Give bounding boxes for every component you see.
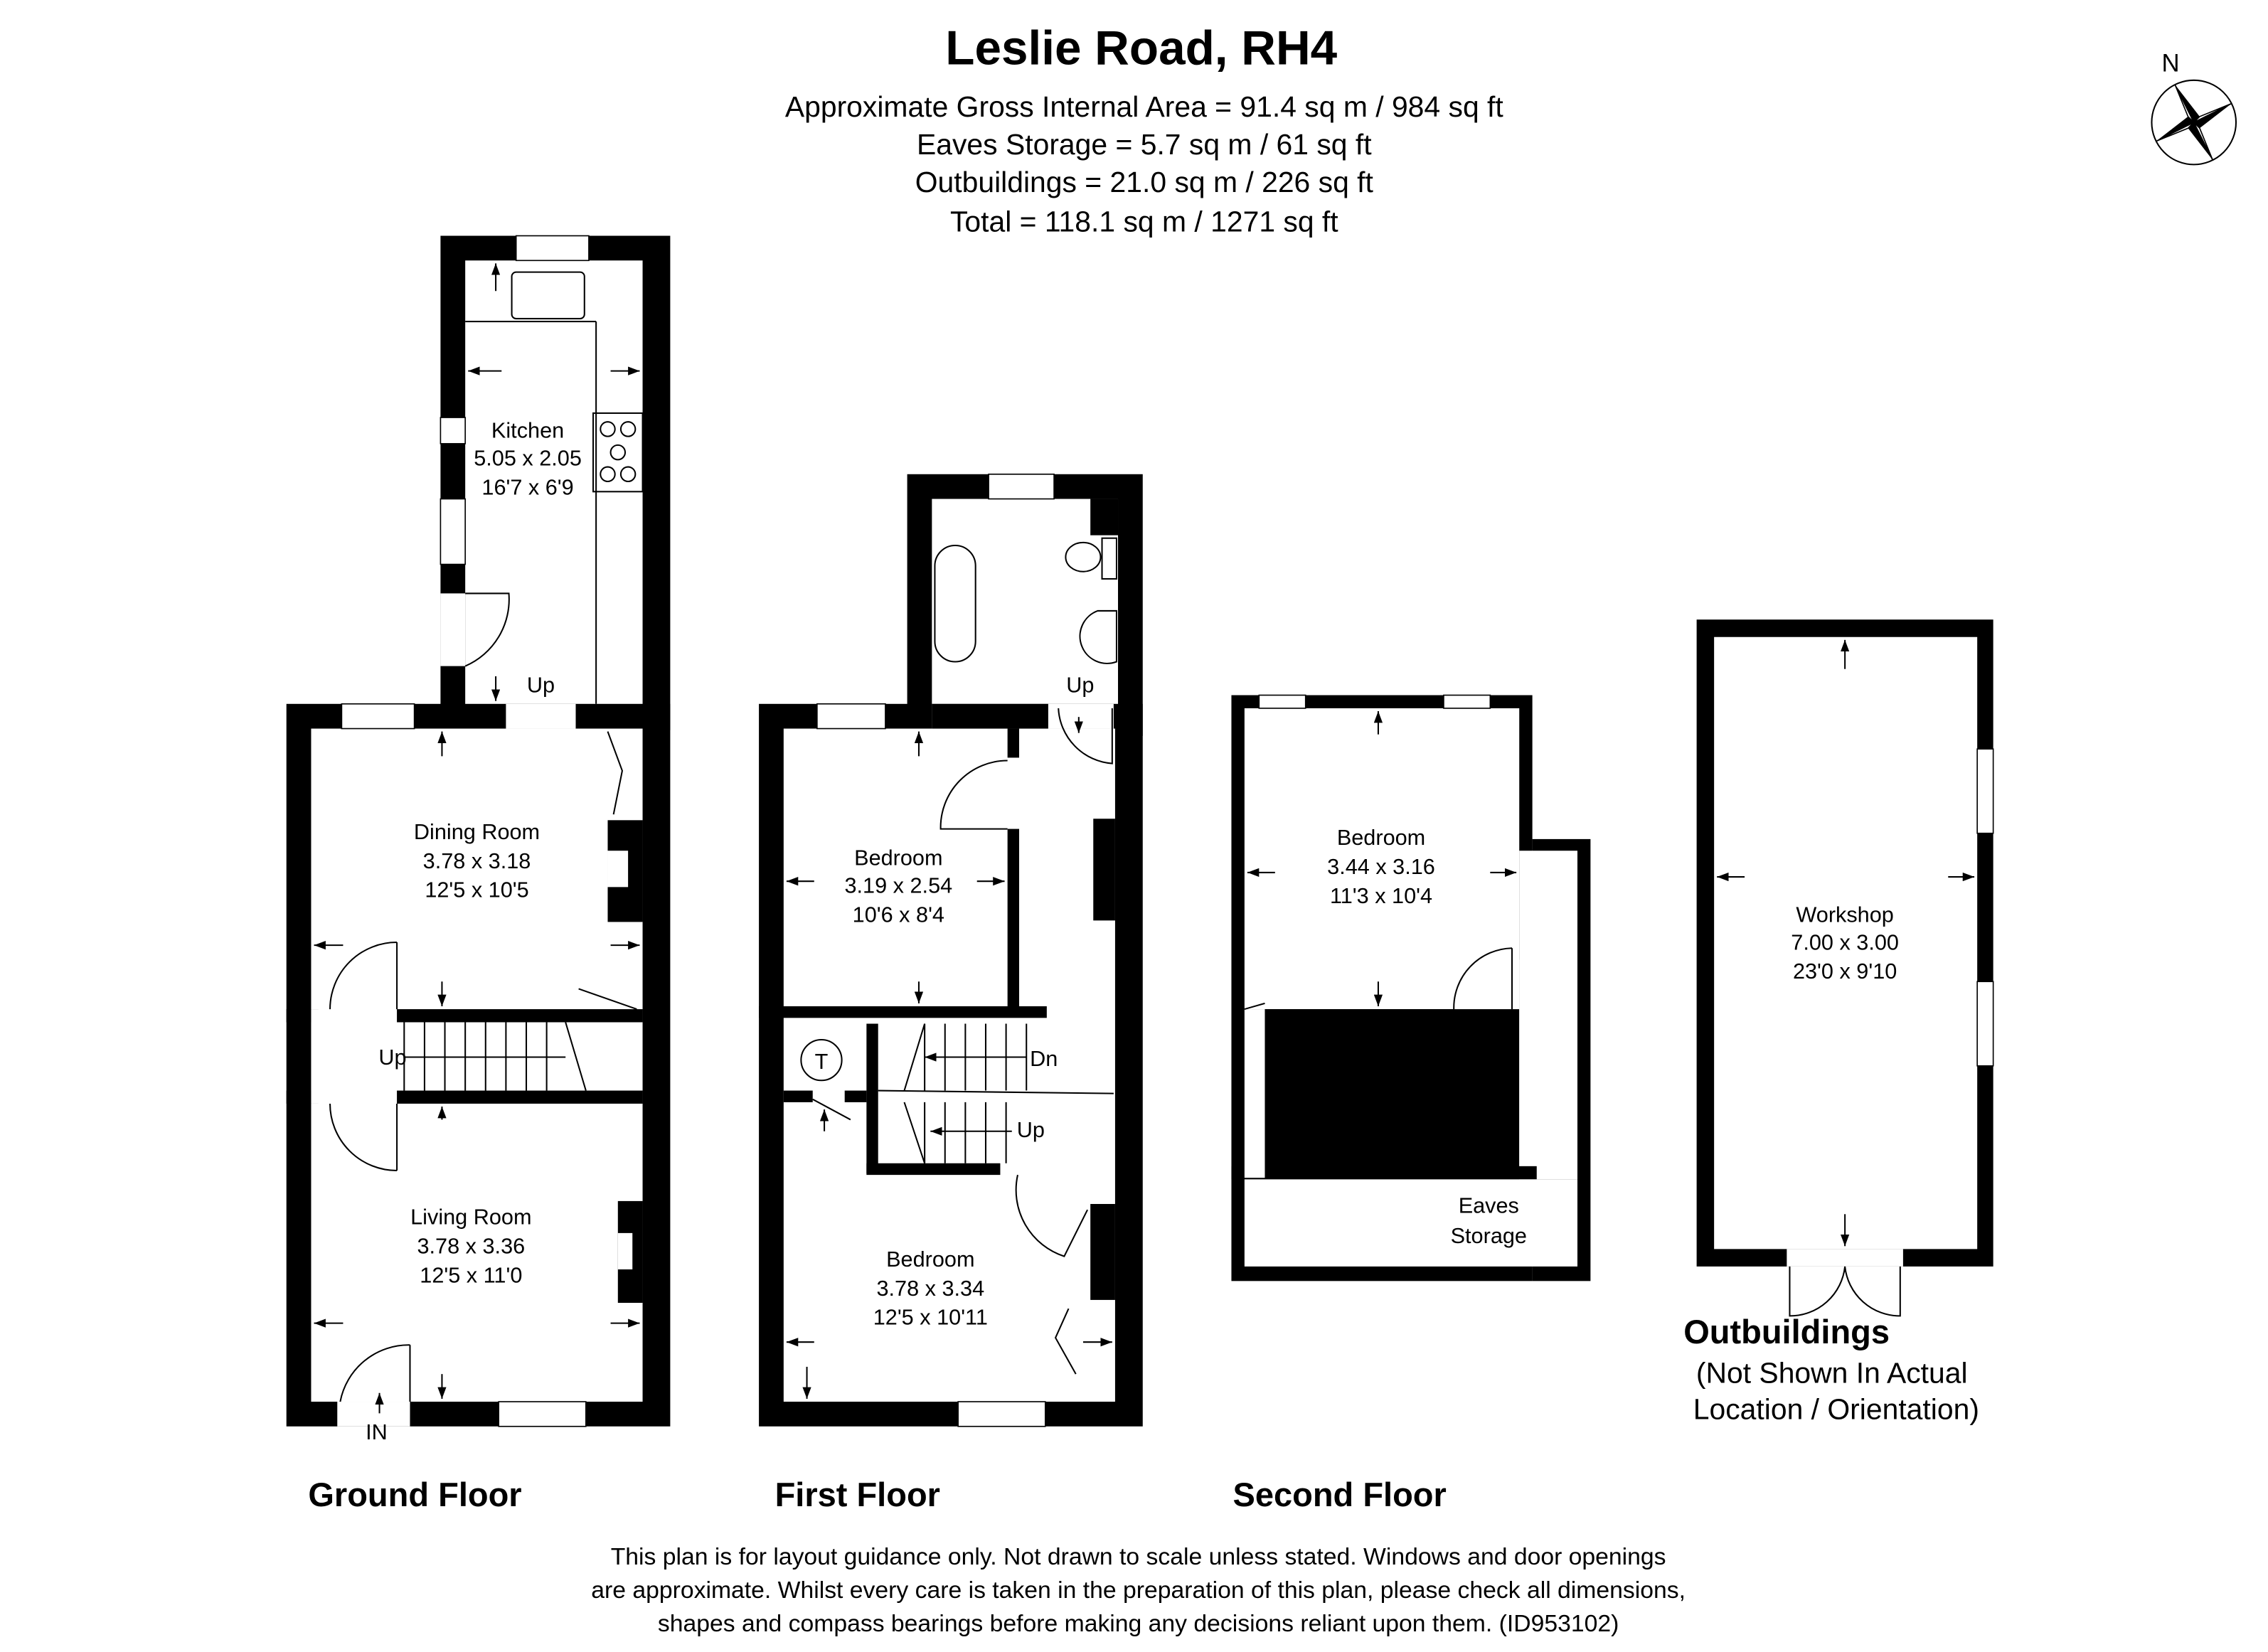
front-bedroom-imperial: 12'5 x 10'11 xyxy=(873,1306,988,1330)
second-bedroom-name: Bedroom xyxy=(1337,826,1425,850)
second-floor-plan xyxy=(1231,694,1591,1281)
area-total: Total = 118.1 sq m / 1271 sq ft xyxy=(950,205,1338,238)
workshop-plan xyxy=(1696,619,1994,1317)
compass-north-label: N xyxy=(2161,50,2179,78)
page-title: Leslie Road, RH4 xyxy=(945,21,1337,75)
living-room-name: Living Room xyxy=(410,1205,531,1230)
dining-room-imperial: 12'5 x 10'5 xyxy=(425,878,528,902)
rear-bedroom-imperial: 10'6 x 8'4 xyxy=(853,902,944,927)
front-bedroom-name: Bedroom xyxy=(886,1247,974,1272)
front-bedroom-metric: 3.78 x 3.34 xyxy=(876,1277,984,1301)
second-stairs-dn: Dn xyxy=(1452,1047,1479,1071)
dining-room-name: Dining Room xyxy=(414,820,540,844)
workshop-metric: 7.00 x 3.00 xyxy=(1791,930,1899,954)
outbuildings-note-1: (Not Shown In Actual xyxy=(1696,1356,1968,1389)
first-stairs-up: Up xyxy=(1017,1118,1045,1142)
bathroom-stairs-up: Up xyxy=(1066,673,1094,697)
disclaimer-line-2: are approximate. Whilst every care is ta… xyxy=(591,1577,1686,1604)
eaves-label-2: Storage xyxy=(1451,1224,1527,1248)
area-gross: Approximate Gross Internal Area = 91.4 s… xyxy=(785,90,1504,123)
disclaimer-line-1: This plan is for layout guidance only. N… xyxy=(611,1543,1666,1570)
workshop-imperial: 23'0 x 9'10 xyxy=(1793,959,1897,984)
hall-stairs-up: Up xyxy=(378,1045,406,1070)
first-stairs-dn: Dn xyxy=(1030,1047,1058,1071)
ground-floor-plan xyxy=(286,235,671,1427)
second-bedroom-metric: 3.44 x 3.16 xyxy=(1327,855,1435,879)
area-eaves: Eaves Storage = 5.7 sq m / 61 sq ft xyxy=(917,128,1372,161)
ground-floor-label: Ground Floor xyxy=(308,1476,521,1513)
outbuildings-note-2: Location / Orientation) xyxy=(1693,1393,1979,1426)
first-floor-label: First Floor xyxy=(775,1476,940,1513)
living-room-imperial: 12'5 x 11'0 xyxy=(420,1263,522,1287)
disclaimer-line-3: shapes and compass bearings before makin… xyxy=(658,1610,1619,1637)
entrance-label: IN xyxy=(366,1420,388,1444)
rear-bedroom-metric: 3.19 x 2.54 xyxy=(844,874,952,898)
kitchen-imperial: 16'7 x 6'9 xyxy=(481,475,573,499)
kitchen-metric: 5.05 x 2.05 xyxy=(474,447,582,471)
tank-label: T xyxy=(815,1050,829,1074)
first-floor-plan xyxy=(759,473,1143,1427)
compass-rose-icon: N xyxy=(2151,50,2237,166)
area-outbuildings: Outbuildings = 21.0 sq m / 226 sq ft xyxy=(915,166,1374,198)
kitchen-name: Kitchen xyxy=(491,419,564,443)
workshop-name: Workshop xyxy=(1796,902,1893,927)
eaves-label-1: Eaves xyxy=(1459,1193,1519,1217)
second-bedroom-imperial: 11'3 x 10'4 xyxy=(1330,884,1432,908)
kitchen-stairs-up: Up xyxy=(527,673,555,697)
living-room-metric: 3.78 x 3.36 xyxy=(417,1235,525,1259)
second-floor-label: Second Floor xyxy=(1233,1476,1447,1513)
rear-bedroom-name: Bedroom xyxy=(854,846,942,870)
dining-room-metric: 3.78 x 3.18 xyxy=(423,849,531,873)
outbuildings-label: Outbuildings xyxy=(1683,1313,1890,1350)
